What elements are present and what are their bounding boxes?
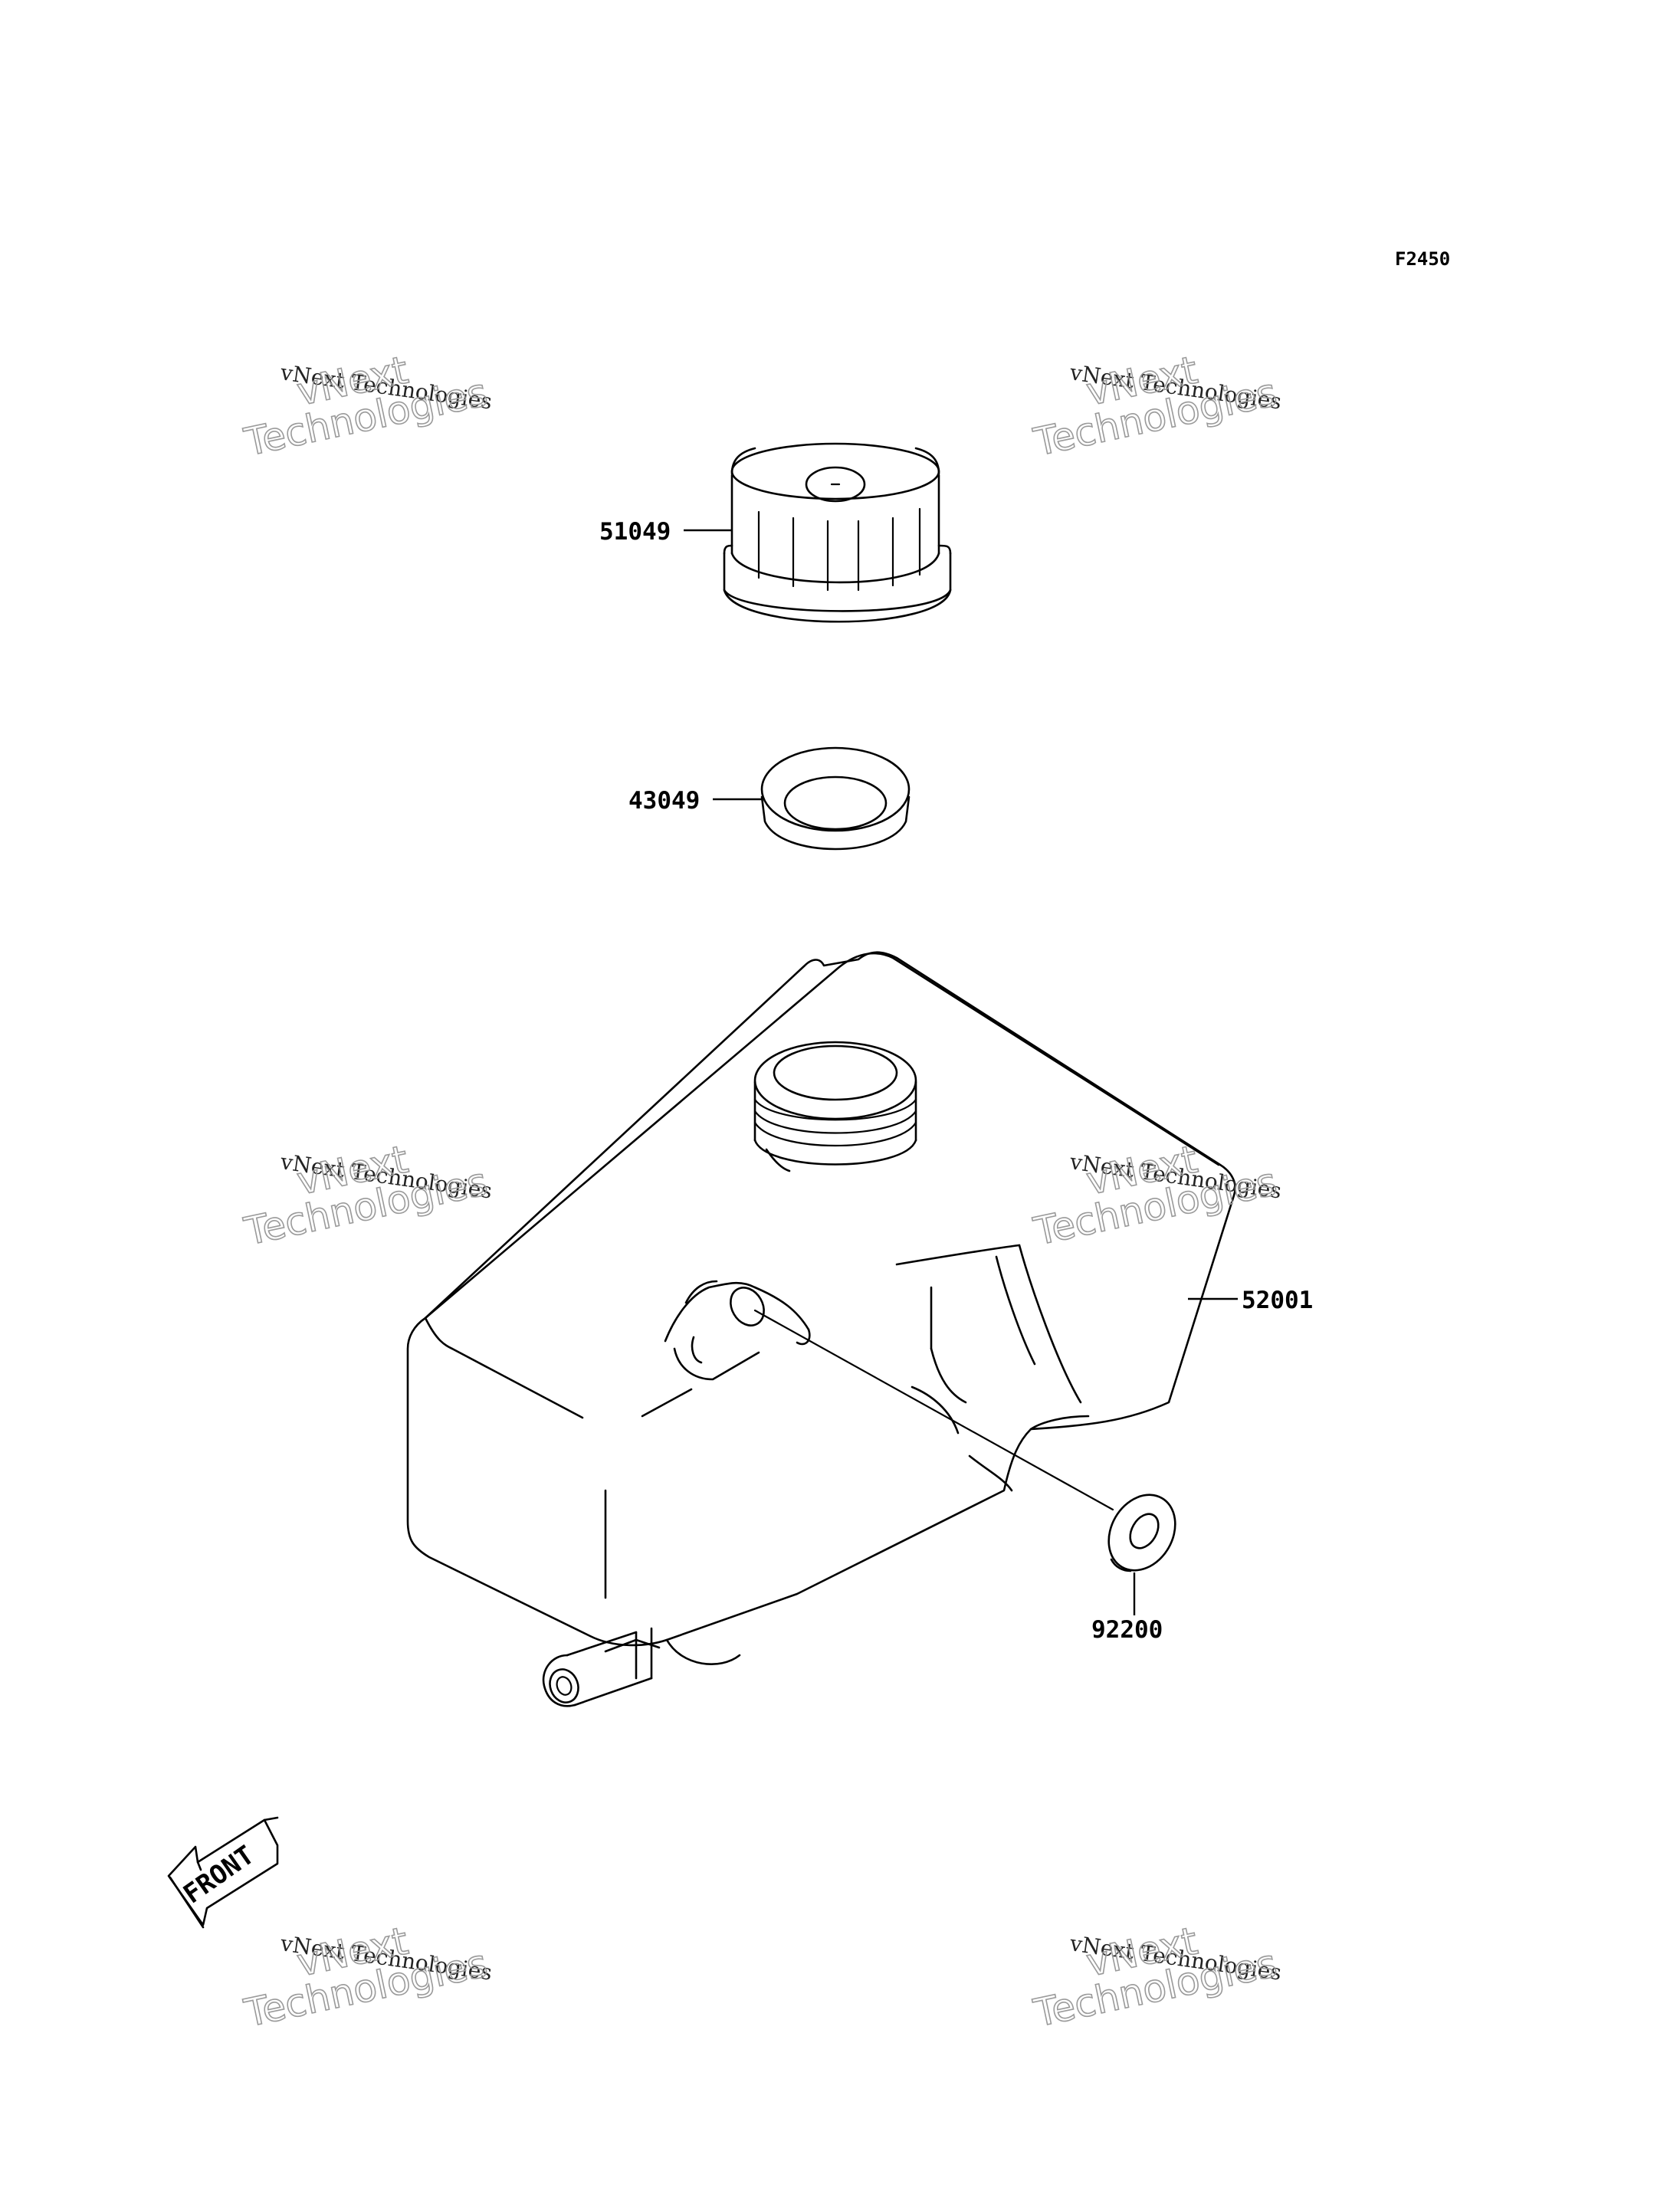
watermark-outline-middle-right: vNext Technologies bbox=[1029, 1136, 1281, 1254]
part-number-tank: 52001 bbox=[1242, 1287, 1313, 1314]
part-number-cap: 51049 bbox=[599, 518, 671, 546]
watermark-outline-bottom-left: vNext Technologies bbox=[240, 1918, 492, 2036]
gasket-drawing bbox=[760, 746, 911, 851]
part-number-washer: 92200 bbox=[1091, 1616, 1163, 1644]
figure-code: F2450 bbox=[1395, 248, 1450, 270]
part-number-gasket: 43049 bbox=[628, 787, 700, 815]
front-direction-arrow: FRONT bbox=[167, 1816, 279, 1929]
cap-drawing bbox=[723, 442, 952, 623]
watermark-outline-top-right: vNext Technologies bbox=[1029, 347, 1281, 465]
washer-connection-line bbox=[753, 1309, 1114, 1511]
watermark-outline-middle-left: vNext Technologies bbox=[240, 1136, 492, 1254]
washer-drawing bbox=[1107, 1494, 1176, 1572]
reservoir-tank-drawing bbox=[406, 951, 1236, 1707]
watermark-outline-top-left: vNext Technologies bbox=[240, 347, 492, 465]
watermark-outline-bottom-right: vNext Technologies bbox=[1029, 1918, 1281, 2036]
